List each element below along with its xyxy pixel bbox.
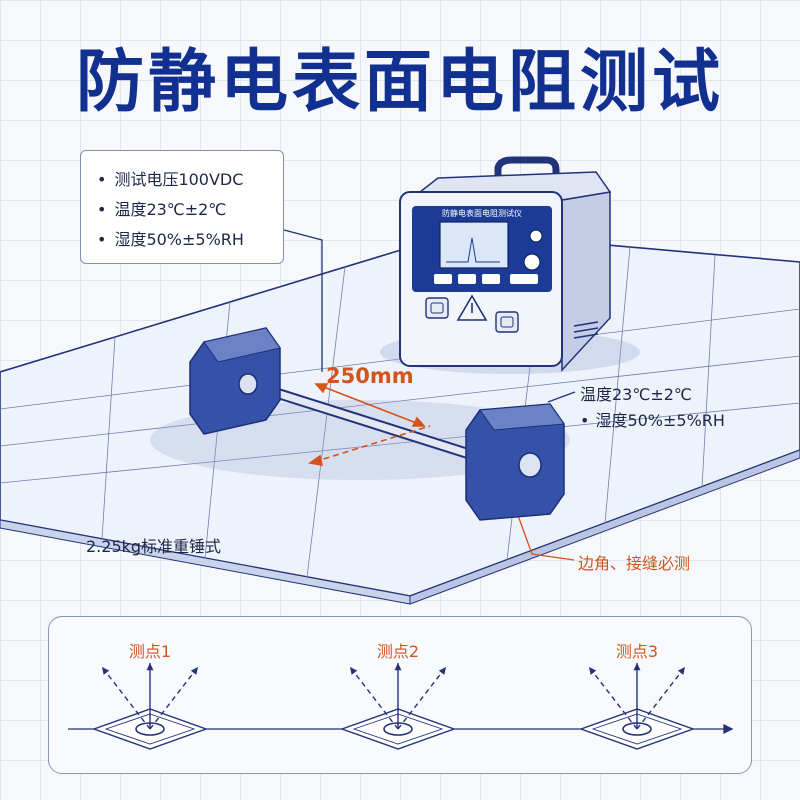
leader-lines — [283, 229, 576, 561]
meter-knob-2 — [523, 253, 541, 271]
spec-humidity: 湿度50%±5%RH — [97, 225, 283, 255]
meter-button-left — [425, 297, 449, 319]
meter-display — [439, 221, 509, 269]
meter-panel-label: 防静电表面电阻测试仪 — [442, 208, 522, 218]
meter-handle — [494, 156, 560, 194]
test-point-2-label: 测点2 — [376, 642, 420, 661]
spec-test-voltage: 测试电压100VDC — [97, 165, 283, 195]
condition-temperature: 温度23℃±2℃ — [580, 385, 692, 404]
page-title: 防静电表面电阻测试 — [75, 43, 724, 122]
condition-humidity: 湿度50%±5%RH — [580, 408, 725, 434]
meter-vents — [573, 321, 599, 339]
electrode-rod — [244, 380, 486, 462]
left-weight — [189, 327, 281, 435]
dimension-arrows — [307, 383, 431, 466]
test-point-1-label: 测点1 — [128, 642, 172, 661]
edge-seam-note: 边角、接缝必测 — [578, 554, 691, 573]
electrode-weight-label: 2.25kg标准重锤式 — [86, 537, 222, 556]
electrode-spacing-label: 250mm — [326, 364, 414, 388]
meter-knob-1 — [529, 229, 543, 243]
meter-button-right — [495, 311, 519, 333]
test-spec-box: 测试电压100VDC 温度23℃±2℃ 湿度50%±5%RH — [80, 150, 284, 264]
electrode-assembly — [150, 327, 570, 521]
warning-triangle-icon — [456, 294, 488, 321]
meter-display-trace — [446, 237, 500, 263]
resistance-meter: 防静电表面电阻测试仪 — [380, 156, 640, 374]
floor-right-edge — [409, 449, 800, 605]
spec-temperature: 温度23℃±2℃ — [97, 195, 283, 225]
right-weight — [465, 403, 565, 521]
test-point-3-label: 测点3 — [615, 642, 659, 661]
meter-panel-buttons — [434, 274, 538, 284]
ambient-conditions: 温度23℃±2℃ 湿度50%±5%RH — [580, 382, 725, 434]
